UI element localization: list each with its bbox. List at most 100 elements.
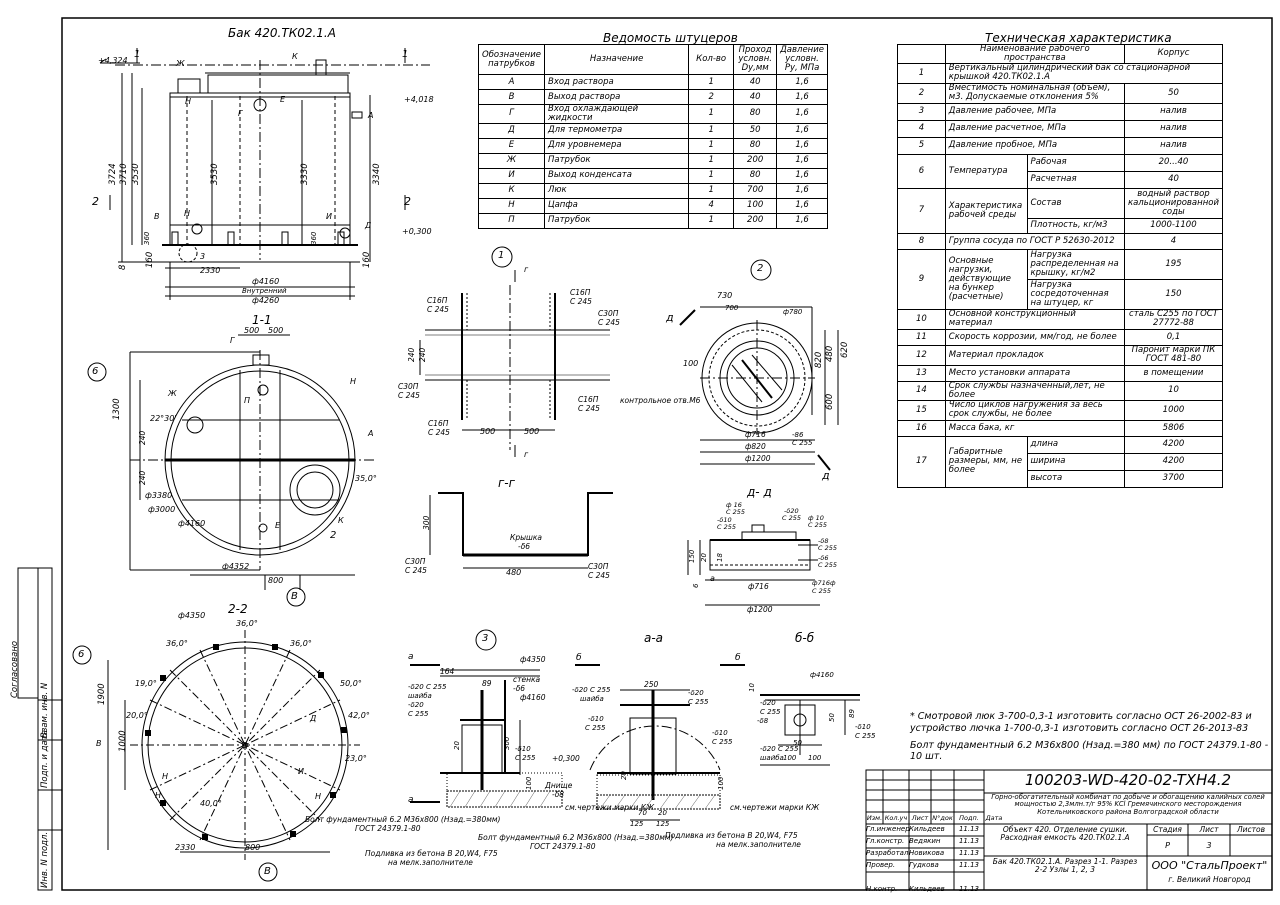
tech-n4: 4 [897,119,946,138]
node2-bolts: контрольное отв.М6 [620,396,701,405]
tech-h-value: Корпус [1123,44,1224,64]
tech-r17-val3: 3700 [1123,469,1224,488]
title-block-name: Новикова [909,849,945,857]
nozzle-cell: 1,6 [776,137,828,154]
dd-d10: ф 10 [808,514,824,522]
elev-d360: 360 [143,231,151,245]
node3-c255: С 255 [408,710,429,718]
node2-d1200: ф1200 [745,454,771,463]
node1-c245-e: С 245 [578,404,600,413]
tech-r4-val: налив [1123,119,1224,138]
title-block-col-header: Подп. [959,814,979,822]
elev-h5: 3330 [300,163,310,185]
stage-value: Р [1165,841,1170,850]
p2-ang36b: 36,0° [290,639,312,648]
tech-r9-val1: 195 [1123,248,1224,280]
node1-d500a: 500 [480,427,496,436]
tech-n14: 14 [897,380,946,401]
section-a-a [575,664,745,821]
node3-d100: 100 [525,776,533,790]
cut-1-right: 1 [402,49,409,60]
tech-r3-name: Давление рабочее, МПа [944,102,1125,121]
nozzle-cell: 100 [733,197,778,214]
elev-mark-3: +0,300 [402,227,432,236]
tech-n1: 1 [897,62,946,84]
nozzle-table-title: Ведомость штуцеров [603,31,738,45]
tech-r9-sub2: Нагрузка сосредоточенная на штуцер, кг [1026,278,1125,310]
sheet-value: 3 [1206,841,1212,850]
elev-node3-ref: 3 [200,252,206,261]
node1-c245-a: С 245 [427,305,449,314]
tech-r15-val: 1000 [1123,399,1224,421]
section-a-a-title: а-а [644,631,664,645]
tech-r14-name: Срок службы назначенный,лет, не более [944,380,1125,401]
nozzle-cell: Н [478,197,545,214]
gg-d300: 300 [422,515,431,530]
tech-n6: 6 [897,153,946,189]
sheet-frame [61,17,1273,891]
tech-r4-name: Давление расчетное, МПа [944,119,1125,138]
tech-n2: 2 [897,82,946,104]
p2-nozzle-n3: Н [315,792,322,801]
title-block-date: 11.13 [958,885,980,893]
node3-bolt-gost: ГОСТ 24379.1-80 [355,824,421,833]
node3-d4160: ф4160 [520,693,546,702]
p2-w800: 800 [245,843,261,852]
elev-nozzle-v: В [154,212,160,221]
plan-d500a: 500 [244,326,260,335]
p2-ang50: 50,0° [340,679,362,688]
nozzle-cell: 1 [688,212,735,229]
title-block-role: Гл.констр. [866,837,905,845]
note-3: Болт фундаментный 6.2 М36х800 (Нзад.=380… [910,740,1269,763]
nozzle-cell: 80 [733,137,778,154]
title-block-date: 11.13 [958,837,980,845]
plan-d240: 240 [138,430,147,445]
node2-cut-d2: д [822,469,830,482]
nozzle-cell: 1,6 [776,152,828,169]
nozzle-cell: 1 [688,167,735,184]
nozzle-cell: 1,6 [776,167,828,184]
aa-concrete: Подливка из бетона В 20,W4, F75 [665,831,798,840]
stage-header: Стадия [1153,825,1182,834]
node3-bottom2: -δ8 [552,790,565,799]
tech-r10-val: сталь С255 по ГОСТ 27772-88 [1123,308,1224,330]
p2-ang20: 20,0° [126,711,148,720]
aa-c255b: С 255 [585,724,606,732]
node1-c245-f: С 245 [428,428,450,437]
plan-w800: 800 [268,576,284,585]
plan-d4160: ф4160 [178,519,206,528]
nozzle-cell: Вход раствора [543,74,690,90]
node3-c255b: С 255 [515,754,536,762]
node2-d600: 600 [825,393,835,410]
nozzle-cell: 1,6 [776,212,828,229]
node3-m20b: -δ20 [408,701,424,709]
leader-b1-text: В [291,591,298,602]
nozzle-cell: Патрубок [543,152,690,169]
tech-r6-name: Температура [944,153,1028,189]
node3-concrete2: на мелк.заполнителе [388,858,473,867]
aa-kzh: см.чертежи марки КЖ [730,803,820,812]
nozzle-cell: 50 [733,122,778,139]
tech-r7-val1: водный раствор кальционированной соды [1123,187,1224,219]
node3-d300: 300 [503,736,511,750]
tech-r8-name: Группа сосуда по ГОСТ Р 52630-2012 [944,232,1125,250]
section-g-g [429,492,613,569]
tech-r8-val: 4 [1123,232,1224,250]
dd-h20: 20 [700,553,708,562]
tech-r7-sub1: Состав [1026,187,1125,219]
company-city: г. Великий Новгород [1168,875,1251,884]
tech-r6-sub2: Расчетная [1026,170,1125,189]
tech-r7-sub2: Плотность, кг/м3 [1026,217,1125,234]
tech-r5-name: Давление пробное, МПа [944,136,1125,155]
nozzle-cell: 1 [688,137,735,154]
title-block-name: Ведякин [909,837,941,845]
tech-r17-val2: 4200 [1123,452,1224,471]
note-2: устройство лючка 1-700-0,3-1 изготовить … [910,723,1249,734]
dd-d716b: ф716ф [812,579,836,587]
nozzle-cell: 200 [733,212,778,229]
